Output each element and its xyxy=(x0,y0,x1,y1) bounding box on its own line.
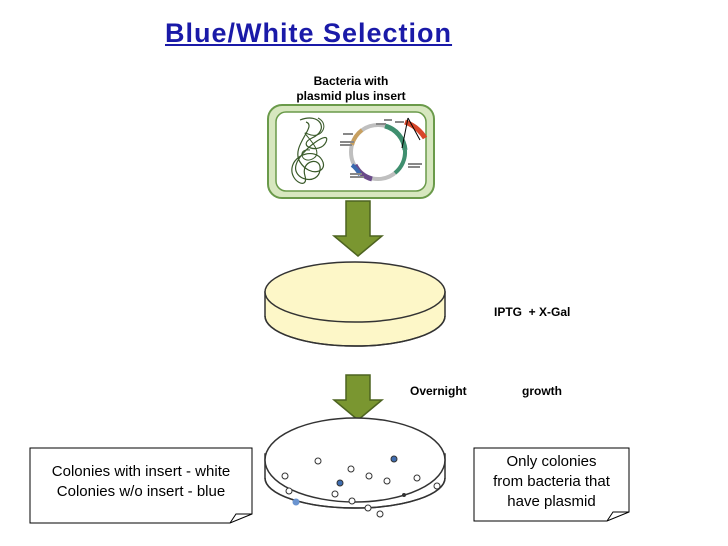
bacteria-label: Bacteria with plasmid plus insert xyxy=(286,74,416,104)
right-note-line-2: from bacteria that xyxy=(493,473,610,490)
left-note-box xyxy=(29,447,253,524)
left-note-line-1: Colonies with insert - white xyxy=(51,463,231,480)
map-label-mark-4 xyxy=(384,119,392,121)
white-colony xyxy=(376,510,384,518)
bacterium-cell xyxy=(267,104,435,199)
white-colony xyxy=(365,472,373,480)
colonies xyxy=(281,455,441,518)
insert-pointer-line xyxy=(401,117,409,149)
chromosome-dna xyxy=(291,117,328,184)
map-label-mark-9 xyxy=(350,173,362,175)
white-colony xyxy=(413,474,421,482)
right-note-line-3: have plasmid xyxy=(507,493,596,510)
map-label-mark-10 xyxy=(350,176,364,178)
right-note-box xyxy=(473,447,630,522)
right-note-fold xyxy=(606,511,629,522)
tiny-colony xyxy=(402,493,406,497)
white-colony xyxy=(364,504,372,512)
map-label-mark-5 xyxy=(376,123,386,125)
blue-colony xyxy=(390,455,398,463)
left-note-text: Colonies with insert - white Colonies w/… xyxy=(30,462,252,502)
map-label-mark-8 xyxy=(408,166,420,168)
plasmid-segment-tan xyxy=(350,128,364,146)
page-title: Blue/White Selection xyxy=(165,18,453,48)
plasmid-map-labels xyxy=(340,119,422,178)
white-colony xyxy=(314,457,322,465)
plate-2-rim xyxy=(264,477,446,509)
white-colony xyxy=(285,487,293,495)
map-label-mark-6 xyxy=(395,121,404,123)
map-label-mark-1 xyxy=(343,133,353,135)
down-arrow-1 xyxy=(331,200,385,257)
white-colony xyxy=(348,497,356,505)
chromosome-dna-2 xyxy=(301,117,325,161)
left-note-line-2: Colonies w/o insert - blue xyxy=(56,483,226,500)
plasmid-segment-green xyxy=(384,123,408,151)
bacteria-label-line-1: Bacteria with xyxy=(313,74,389,88)
map-label-mark-3 xyxy=(340,144,352,146)
plasmid-segment-green-2 xyxy=(393,149,408,175)
right-note-text: Only colonies from bacteria that have pl… xyxy=(474,452,629,512)
white-colony xyxy=(347,465,355,473)
agar-plate-1 xyxy=(264,261,446,347)
overnight-label: Overnight xyxy=(410,384,467,398)
right-note-line-1: Only colonies xyxy=(506,453,597,470)
white-colony xyxy=(281,472,289,480)
down-arrow-2 xyxy=(331,374,385,421)
blue-colony xyxy=(292,498,300,506)
white-colony xyxy=(383,477,391,485)
white-colony xyxy=(331,490,339,498)
plate-1-rim xyxy=(264,315,446,347)
agar-plate-2 xyxy=(264,417,446,518)
plate-1-top xyxy=(264,261,446,323)
insert-pointer-line-2 xyxy=(407,117,421,141)
white-colony xyxy=(433,482,441,490)
map-label-mark-7 xyxy=(408,163,422,165)
blue-colony xyxy=(336,479,344,487)
iptg-xgal-label: IPTG + X-Gal xyxy=(494,305,571,319)
left-note-fold xyxy=(229,513,252,524)
growth-label: growth xyxy=(522,384,562,398)
insert-segment-red xyxy=(404,119,428,140)
map-label-mark-2 xyxy=(340,141,354,143)
bacteria-label-line-2: plasmid plus insert xyxy=(296,89,406,103)
